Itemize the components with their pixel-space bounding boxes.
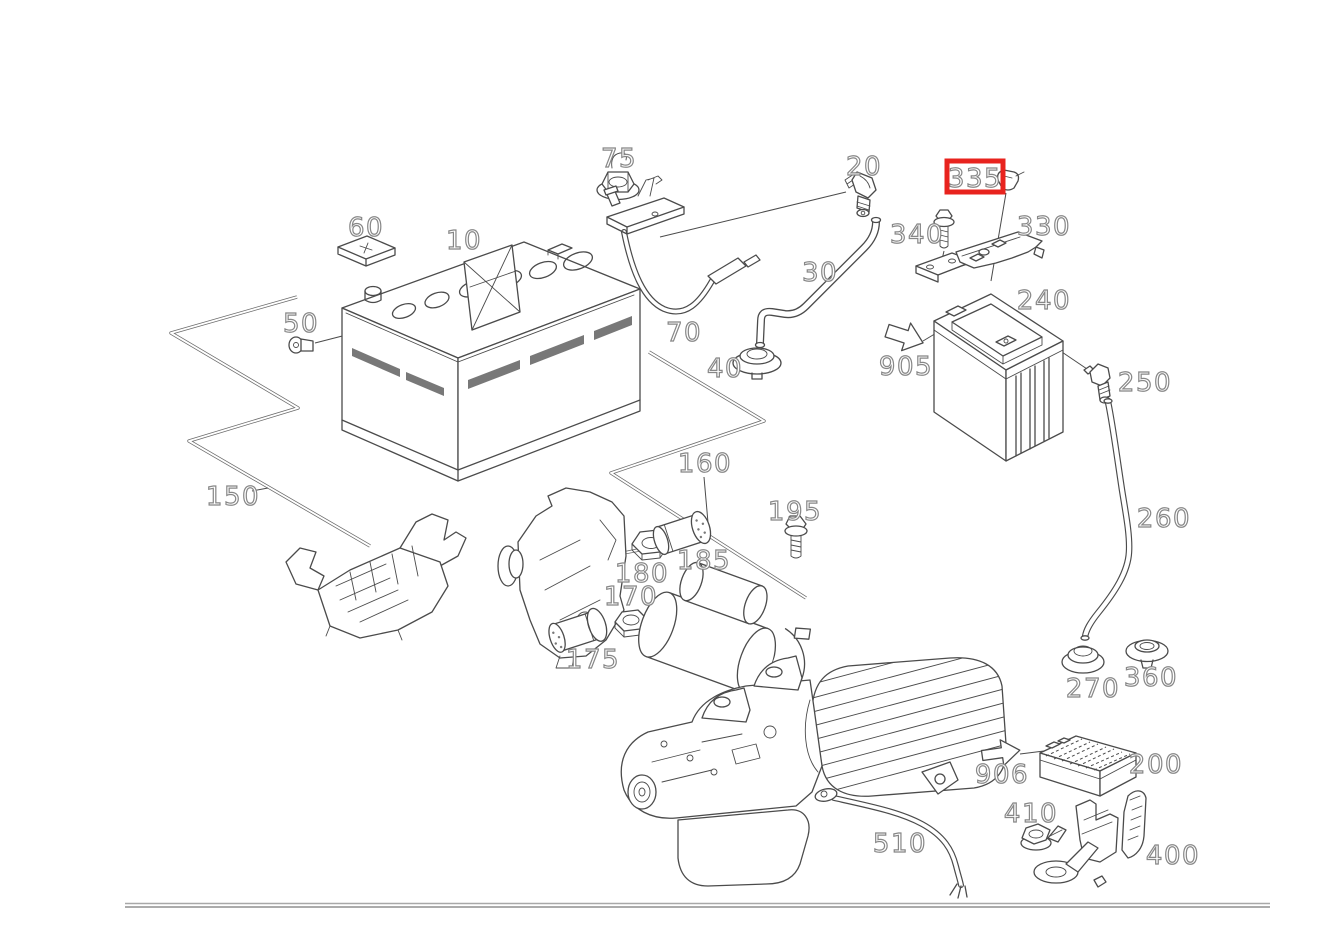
- part-400-bracket[interactable]: [1033, 790, 1147, 888]
- part-260-vent-hose[interactable]: [1080, 398, 1133, 641]
- part-label-240[interactable]: 240: [1016, 285, 1071, 316]
- part-label-330[interactable]: 330: [1016, 211, 1071, 242]
- part-label-75[interactable]: 75: [600, 143, 637, 174]
- part-label-40[interactable]: 40: [706, 353, 743, 384]
- part-906-direction-arrow[interactable]: [980, 737, 1021, 768]
- separator-zigzag-left: [169, 295, 371, 548]
- part-label-260[interactable]: 260: [1136, 503, 1191, 534]
- part-150-battery-tray[interactable]: [285, 513, 467, 641]
- page-border-bottom: [125, 902, 1270, 908]
- part-label-180[interactable]: 180: [614, 558, 669, 589]
- part-200-aux-battery[interactable]: [1039, 735, 1137, 797]
- part-label-50[interactable]: 50: [282, 308, 319, 339]
- part-label-906[interactable]: 906: [974, 759, 1029, 790]
- part-label-400[interactable]: 400: [1145, 840, 1200, 871]
- part-label-195[interactable]: 195: [767, 496, 822, 527]
- part-label-30[interactable]: 30: [801, 257, 838, 288]
- part-label-150[interactable]: 150: [205, 481, 260, 512]
- part-label-160[interactable]: 160: [677, 448, 732, 479]
- part-10-battery[interactable]: [341, 241, 641, 482]
- part-label-410[interactable]: 410: [1003, 798, 1058, 829]
- part-360-grommet[interactable]: [1125, 639, 1169, 669]
- part-label-20[interactable]: 20: [845, 151, 882, 182]
- part-905-direction-arrow[interactable]: [883, 317, 928, 356]
- part-270-grommet[interactable]: [1061, 645, 1105, 674]
- part-label-510[interactable]: 510: [872, 828, 927, 859]
- part-label-60[interactable]: 60: [347, 212, 384, 243]
- part-labels: 75 20 335 60 10 340 330 30 240 50 70 40 …: [205, 143, 1200, 871]
- part-240-aux-battery[interactable]: [933, 293, 1064, 462]
- part-label-170[interactable]: 170: [603, 581, 658, 612]
- part-label-200[interactable]: 200: [1128, 749, 1183, 780]
- part-20-elbow-fitting[interactable]: [844, 171, 877, 218]
- part-label-270[interactable]: 270: [1065, 673, 1120, 704]
- part-label-905[interactable]: 905: [878, 351, 933, 382]
- part-label-70[interactable]: 70: [665, 317, 702, 348]
- part-70-battery-cable[interactable]: [603, 175, 761, 315]
- part-60-terminal-cover[interactable]: [337, 235, 396, 267]
- part-label-340[interactable]: 340: [889, 219, 944, 250]
- part-label-175[interactable]: 175: [565, 644, 620, 675]
- part-330-bracket[interactable]: [915, 231, 1045, 283]
- part-340-bolt[interactable]: [933, 209, 955, 249]
- part-175-terminal-cap[interactable]: [545, 606, 610, 656]
- selected-part-highlight: [944, 158, 1006, 195]
- engine-transmission-drawing[interactable]: [620, 630, 1015, 887]
- part-195-bolt[interactable]: [784, 515, 808, 559]
- part-label-185[interactable]: 185: [676, 545, 731, 576]
- part-185-terminal-cap[interactable]: [650, 509, 714, 558]
- part-410-nut[interactable]: [1020, 823, 1052, 851]
- part-label-250[interactable]: 250: [1117, 367, 1172, 398]
- part-250-elbow-fitting[interactable]: [1083, 363, 1111, 404]
- part-50-plug[interactable]: [288, 336, 314, 354]
- part-510-ground-cable[interactable]: [814, 787, 968, 899]
- part-label-10[interactable]: 10: [445, 225, 482, 256]
- part-30-vent-pipe[interactable]: [754, 216, 882, 349]
- part-label-360[interactable]: 360: [1123, 662, 1178, 693]
- part-label-335[interactable]: 335: [947, 163, 1002, 194]
- part-40-grommet[interactable]: [732, 347, 782, 380]
